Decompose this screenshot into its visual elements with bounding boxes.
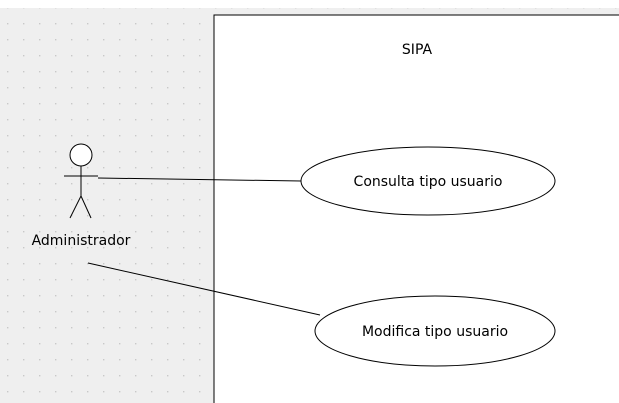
actor-stick-figure-icon xyxy=(64,143,98,219)
actor-name: Administrador xyxy=(32,233,131,249)
system-title: SIPA xyxy=(402,42,433,58)
top-margin xyxy=(0,0,619,8)
use-case-modifica[interactable]: Modifica tipo usuario xyxy=(314,295,556,367)
association-consulta[interactable] xyxy=(97,177,302,182)
actor-administrador[interactable]: Administrador xyxy=(32,143,131,249)
use-case-ellipse xyxy=(300,146,556,216)
use-case-label: Modifica tipo usuario xyxy=(362,324,508,340)
use-case-consulta[interactable]: Consulta tipo usuario xyxy=(300,146,556,216)
use-case-label: Consulta tipo usuario xyxy=(354,174,503,190)
association-modifica[interactable] xyxy=(87,262,321,316)
use-case-ellipse xyxy=(314,295,556,367)
